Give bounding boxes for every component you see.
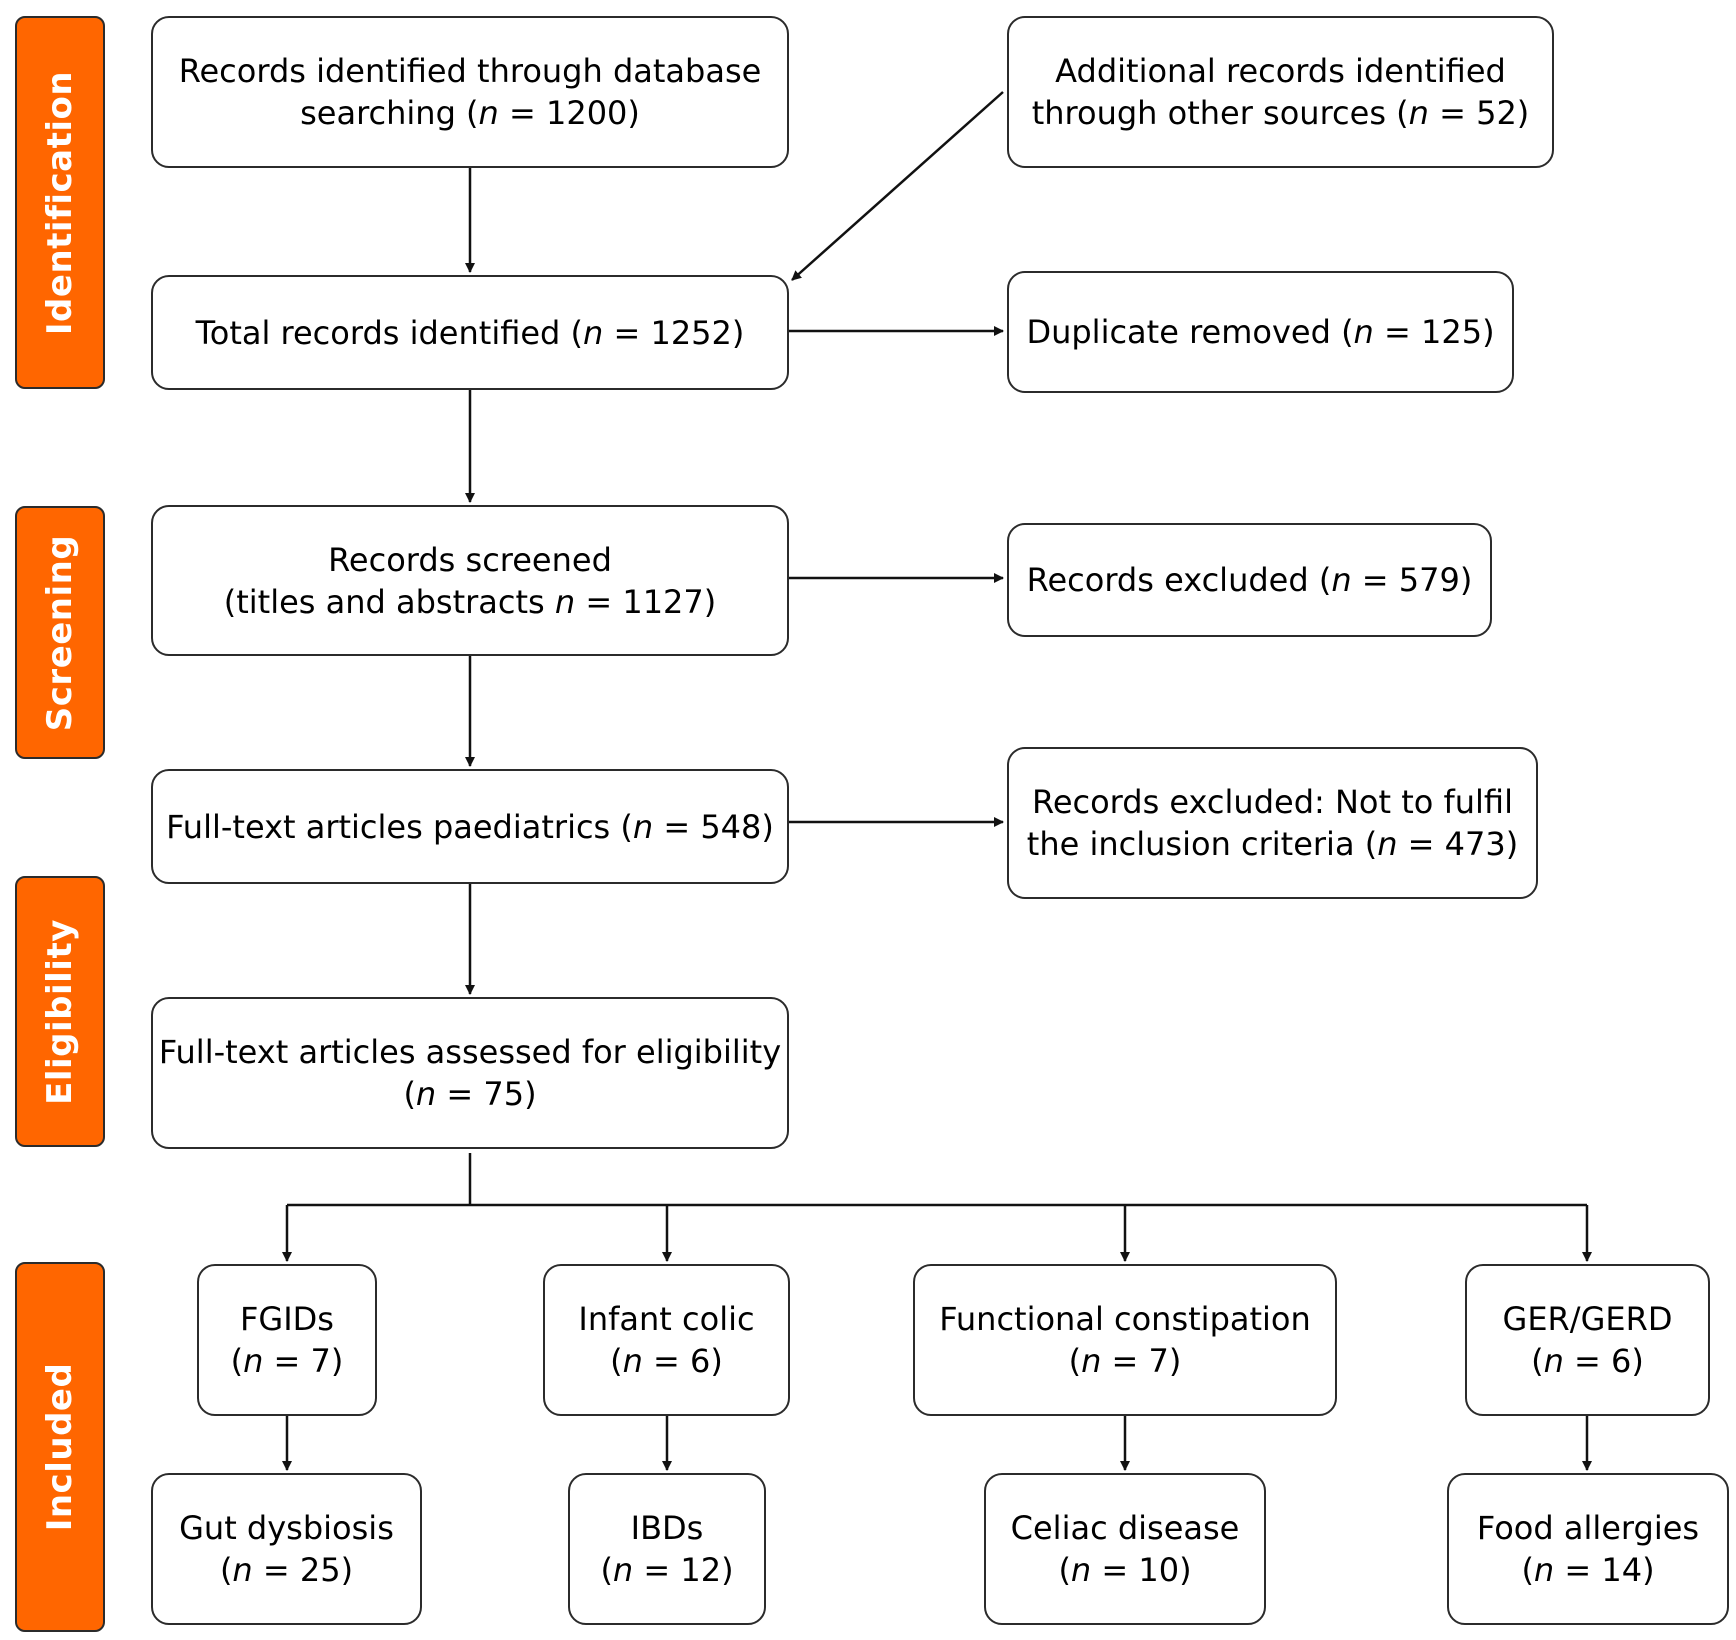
box-celiac-disease: Celiac disease (n = 10) (984, 1473, 1266, 1625)
box-ger-gerd-line2: (n = 6) (1531, 1342, 1644, 1380)
box-excluded-criteria-line1: Records excluded: Not to fulfil (1032, 783, 1513, 821)
box-other-sources: Additional records identified through ot… (1007, 16, 1554, 168)
phase-identification: Identification (15, 16, 105, 389)
box-database-line1: Records identified through database (178, 52, 762, 90)
phase-eligibility: Eligibility (15, 876, 105, 1147)
box-records-excluded: Records excluded (n = 579) (1007, 523, 1492, 637)
box-screened-line1: Records screened (328, 540, 612, 579)
box-ibds: IBDs (n = 12) (568, 1473, 766, 1625)
phase-included: Included (15, 1262, 105, 1632)
box-other-sources-line1: Additional records identified (1055, 52, 1506, 90)
phase-screening: Screening (15, 506, 105, 759)
box-total-records: Total records identified (n = 1252) (151, 275, 789, 390)
box-excluded-criteria: Records excluded: Not to fulfil the incl… (1007, 747, 1538, 899)
box-celiac-line1: Celiac disease (1010, 1509, 1240, 1547)
box-food-allergies-line2: (n = 14) (1521, 1551, 1655, 1589)
box-infant-colic: Infant colic (n = 6) (543, 1264, 790, 1416)
box-excluded-criteria-line2: the inclusion criteria (n = 473) (1026, 825, 1519, 863)
box-other-sources-line2: through other sources (n = 52) (1031, 94, 1530, 132)
box-eligibility-assessed: Full-text articles assessed for eligibil… (151, 997, 789, 1149)
box-duplicate-removed: Duplicate removed (n = 125) (1007, 271, 1514, 393)
box-gut-dysbiosis-line1: Gut dysbiosis (179, 1509, 394, 1547)
box-eligibility-line2: (n = 75) (403, 1075, 537, 1113)
box-paediatrics-line1: Full-text articles paediatrics (n = 548) (166, 807, 774, 846)
box-functional-constipation: Functional constipation (n = 7) (913, 1264, 1337, 1416)
box-constipation-line2: (n = 7) (1068, 1342, 1182, 1380)
arrow-other-to-total (791, 91, 1004, 281)
box-fgids-line2: (n = 7) (230, 1342, 344, 1380)
box-excluded-line1: Records excluded (n = 579) (1026, 561, 1473, 599)
box-fulltext-paediatrics: Full-text articles paediatrics (n = 548) (151, 769, 789, 884)
box-food-allergies: Food allergies (n = 14) (1447, 1473, 1729, 1625)
box-fgids: FGIDs (n = 7) (197, 1264, 377, 1416)
box-infant-colic-line1: Infant colic (578, 1300, 755, 1338)
box-ibds-line2: (n = 12) (600, 1551, 734, 1589)
box-gut-dysbiosis: Gut dysbiosis (n = 25) (151, 1473, 422, 1625)
box-infant-colic-line2: (n = 6) (610, 1342, 723, 1380)
box-gut-dysbiosis-line2: (n = 25) (219, 1551, 354, 1589)
box-food-allergies-line1: Food allergies (1476, 1509, 1700, 1547)
box-constipation-line1: Functional constipation (939, 1300, 1311, 1338)
box-ger-gerd: GER/GERD (n = 6) (1465, 1264, 1710, 1416)
box-ger-gerd-line1: GER/GERD (1502, 1300, 1673, 1338)
box-celiac-line2: (n = 10) (1058, 1551, 1192, 1589)
box-total-line1: Total records identified (n = 1252) (195, 313, 745, 352)
box-fgids-line1: FGIDs (240, 1300, 334, 1338)
box-ibds-line1: IBDs (630, 1509, 704, 1547)
box-database-line2: searching (n = 1200) (300, 94, 640, 132)
box-database-records: Records identified through database sear… (151, 16, 789, 168)
box-records-screened: Records screened (titles and abstracts n… (151, 505, 789, 656)
box-eligibility-line1: Full-text articles assessed for eligibil… (158, 1033, 782, 1071)
box-duplicate-line1: Duplicate removed (n = 125) (1026, 313, 1495, 351)
box-screened-line2: (titles and abstracts n = 1127) (223, 582, 717, 621)
